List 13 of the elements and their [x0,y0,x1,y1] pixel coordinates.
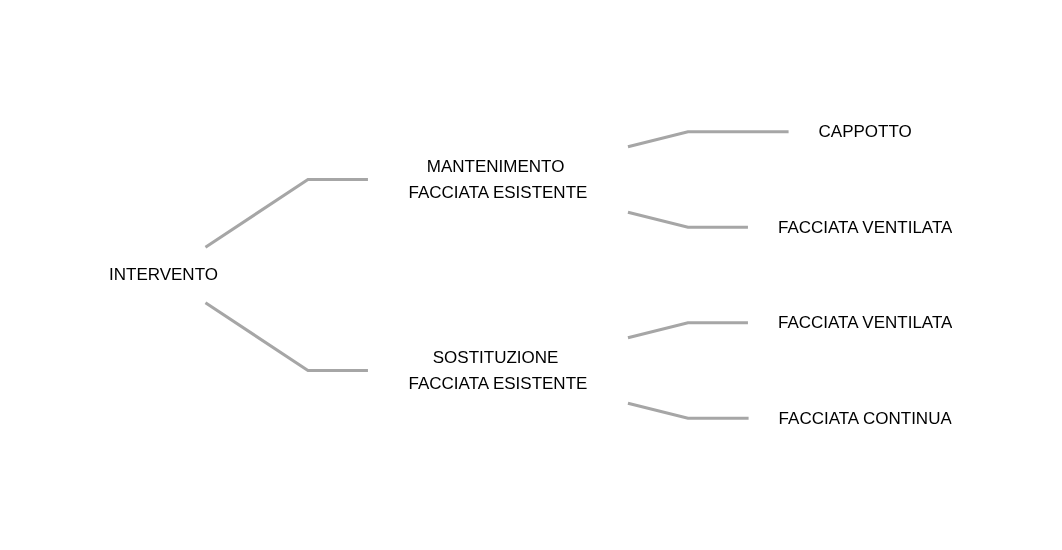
node-text: CAPPOTTO [818,122,913,141]
node-text: FACCIATA CONTINUA [778,408,953,428]
node-text: FACCIATA VENTILATA [778,313,953,332]
node-text: INTERVENTO [109,265,219,285]
connector [627,210,749,229]
node-text: FACCIATA VENTILATA [778,217,953,237]
node-text: MANTENIMENTO FACCIATA ESISTENTE [408,157,588,202]
connector [627,401,749,420]
connector [204,301,369,372]
connector [627,130,789,149]
connector [627,321,749,340]
connector [204,178,369,249]
node-text: SOSTITUZIONE FACCIATA ESISTENTE [408,348,588,393]
